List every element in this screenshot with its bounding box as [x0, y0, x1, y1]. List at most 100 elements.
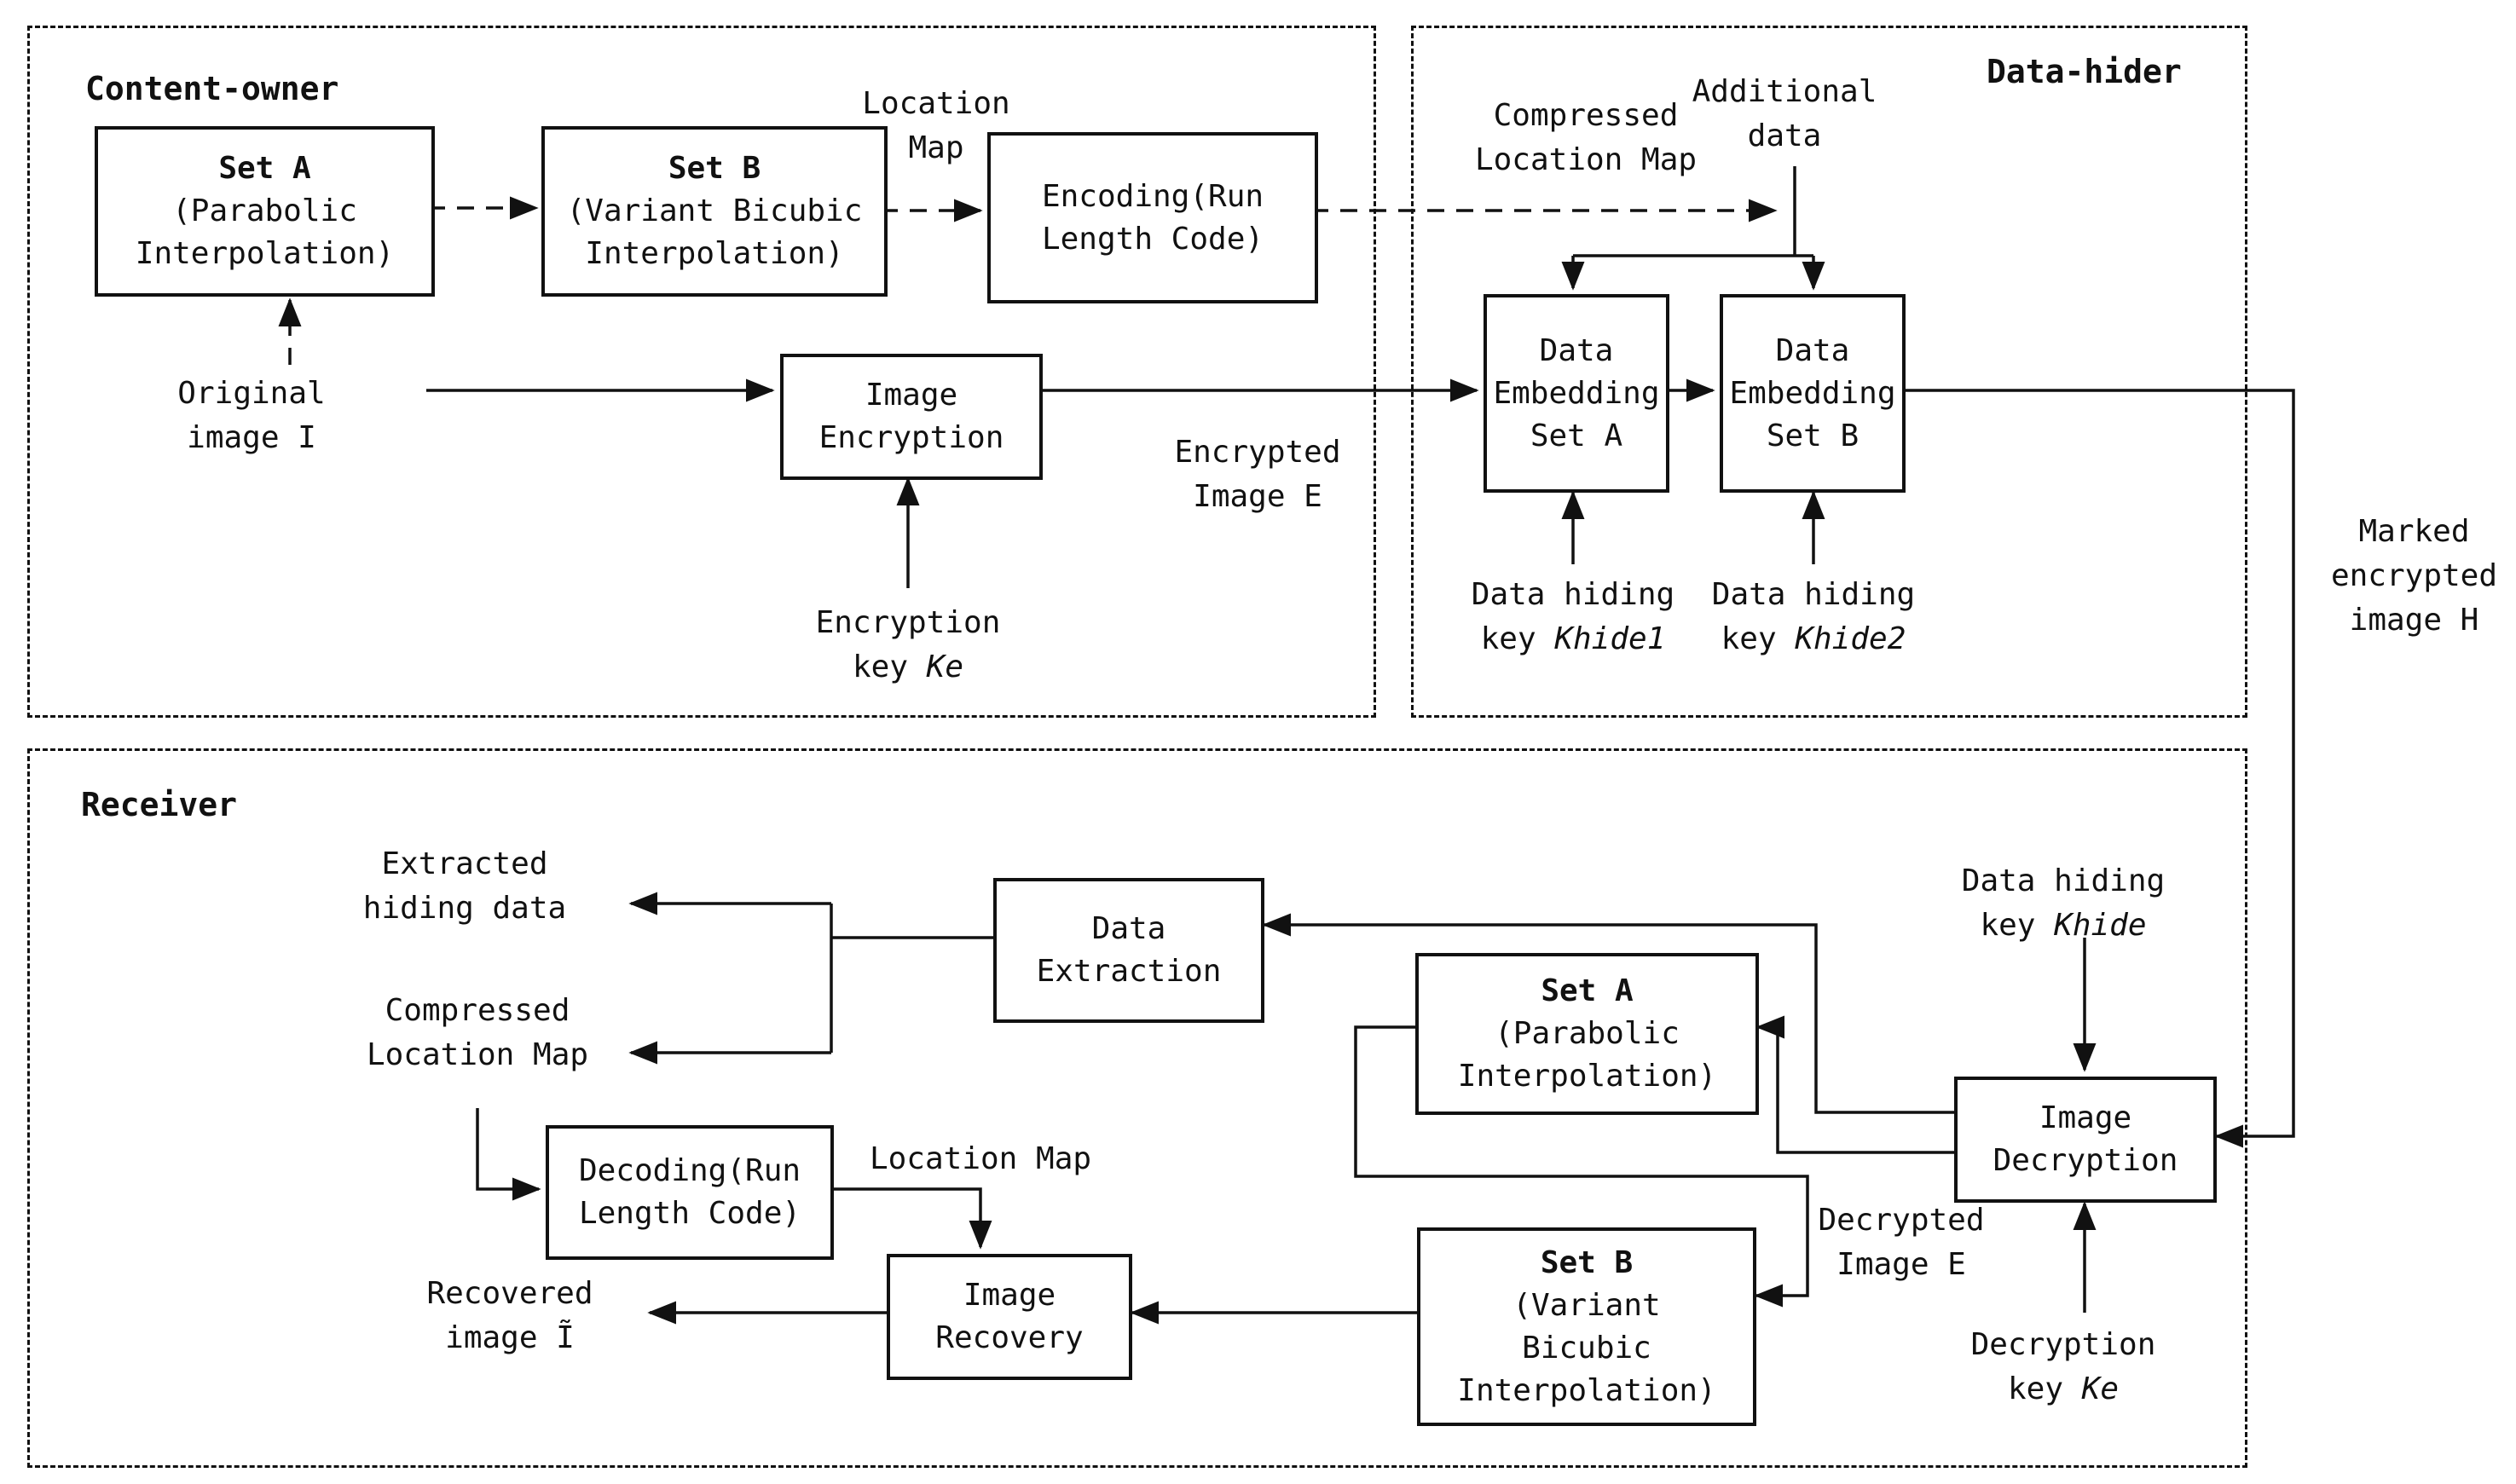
label-marked-line2: encrypted	[2330, 558, 2498, 593]
label-decryption-key: Decryption key Ke	[1914, 1323, 2212, 1412]
section-data-hider	[1411, 26, 2247, 718]
label-clm-rx-line1: Compressed	[385, 993, 570, 1028]
label-key1-line2: key Khide1	[1480, 621, 1666, 656]
label-extracted-hiding-data: Extracted hiding data	[337, 842, 593, 931]
label-extracted-line2: hiding data	[362, 891, 567, 926]
label-location-map-receiver: Location Map	[853, 1137, 1108, 1181]
label-compressed-location-map-receiver: Compressed Location Map	[337, 989, 618, 1077]
box-data-extraction-line1: Data	[1091, 911, 1166, 946]
box-image-recovery-line2: Recovery	[935, 1320, 1084, 1355]
box-set-a-owner-line3: Interpolation)	[135, 236, 395, 271]
box-image-decryption: Image Decryption	[1954, 1077, 2217, 1203]
label-compressed-location-map-hider: Compressed Location Map	[1441, 94, 1731, 182]
receiver-title: Receiver	[81, 786, 238, 823]
arrow-set-a-to-set-b	[1354, 1025, 1809, 1308]
decryption-key-symbol: Ke	[2081, 1371, 2120, 1406]
label-key2-line1: Data hiding	[1711, 577, 1916, 612]
box-embed-a-line1: Data	[1539, 332, 1614, 368]
arrow-dec-to-set-a	[1755, 1015, 1954, 1154]
box-set-b-receiver-line4: Interpolation)	[1457, 1372, 1716, 1408]
box-image-recovery: Image Recovery	[887, 1254, 1132, 1380]
label-original-image: Original image I	[124, 372, 379, 460]
label-clm-dh-line1: Compressed	[1493, 98, 1679, 133]
box-set-b-owner-title: Set B	[668, 151, 761, 186]
label-decryption-key-line1: Decryption	[1970, 1327, 2156, 1362]
label-khide-rx-line1: Data hiding	[1961, 863, 2166, 898]
solid-connectors	[426, 166, 2295, 1325]
box-decoding: Decoding(Run Length Code)	[546, 1125, 834, 1260]
label-marked-line3: image H	[2349, 603, 2479, 638]
box-set-b-receiver: Set B (Variant Bicubic Interpolation)	[1417, 1227, 1756, 1426]
box-set-b-owner-line3: Interpolation)	[585, 236, 844, 271]
label-additional-data-line2: data	[1747, 118, 1822, 153]
label-khide-rx-line2: key Khide	[1980, 908, 2147, 943]
box-set-b-receiver-line2: (Variant	[1512, 1287, 1661, 1323]
box-encoding-line1: Encoding(Run	[1041, 178, 1264, 214]
label-encryption-key-line1: Encryption	[815, 605, 1001, 640]
box-data-embedding-a: Data Embedding Set A	[1484, 294, 1669, 493]
label-data-hiding-key-receiver: Data hiding key Khide	[1914, 859, 2212, 948]
label-additional-data: Additional data	[1657, 70, 1912, 159]
box-set-a-receiver: Set A (Parabolic Interpolation)	[1415, 953, 1759, 1115]
content-owner-title: Content-owner	[85, 70, 339, 107]
box-embed-a-line2: Embedding	[1493, 375, 1660, 411]
box-set-a-receiver-title: Set A	[1541, 973, 1634, 1008]
dashed-connectors	[278, 196, 1778, 365]
label-recovered-image: Recovered image Ĩ	[382, 1272, 638, 1360]
label-encryption-key: Encryption key Ke	[780, 601, 1036, 690]
label-encrypted-image-line1: Encrypted	[1174, 435, 1341, 470]
label-extracted-line1: Extracted	[381, 846, 548, 881]
label-decrypted-image: Decrypted Image E	[1773, 1198, 2029, 1287]
box-decoding-line2: Length Code)	[578, 1196, 801, 1231]
khide2-symbol: Khide2	[1795, 621, 1906, 656]
arrow-dec-to-extraction	[1262, 913, 1954, 1114]
box-data-extraction-line2: Extraction	[1036, 954, 1222, 989]
box-set-b-owner: Set B (Variant Bicubic Interpolation)	[541, 126, 888, 297]
box-image-encryption: Image Encryption	[780, 354, 1043, 480]
label-additional-data-line1: Additional	[1692, 74, 1877, 109]
box-set-b-receiver-line3: Bicubic	[1522, 1330, 1651, 1366]
box-image-recovery-line1: Image	[963, 1278, 1056, 1313]
box-embed-b-line1: Data	[1775, 332, 1850, 368]
label-encryption-key-line2: key Ke	[852, 650, 964, 684]
box-image-decryption-line2: Decryption	[1993, 1143, 2178, 1178]
box-set-a-owner-title: Set A	[218, 151, 311, 186]
box-encoding: Encoding(Run Length Code)	[987, 132, 1318, 303]
khide-symbol: Khide	[2054, 908, 2147, 943]
arrow-locmap-to-recovery	[827, 1187, 992, 1250]
box-encoding-line2: Length Code)	[1041, 221, 1264, 257]
label-decryption-key-line2: key Ke	[2007, 1371, 2120, 1406]
box-decoding-line1: Decoding(Run	[578, 1153, 801, 1188]
label-encrypted-image: Encrypted Image E	[1130, 430, 1385, 519]
box-set-b-owner-line2: (Variant Bicubic	[566, 193, 863, 228]
label-data-hiding-key2: Data hiding key Khide2	[1664, 573, 1963, 661]
label-location-map-owner: Location Map	[808, 82, 1064, 170]
box-embed-b-line2: Embedding	[1729, 375, 1896, 411]
label-key1-line1: Data hiding	[1471, 577, 1675, 612]
label-original-image-line2: image I	[187, 420, 316, 455]
label-data-hiding-key1: Data hiding key Khide1	[1424, 573, 1722, 661]
label-encrypted-image-line2: Image E	[1193, 479, 1322, 514]
box-image-encryption-line1: Image	[865, 378, 958, 413]
data-hider-title: Data-hider	[1987, 53, 2182, 90]
arrow-marked-h	[1899, 389, 2295, 1148]
label-clm-rx-line2: Location Map	[366, 1037, 589, 1072]
label-location-map-receiver-line1: Location Map	[869, 1141, 1092, 1176]
section-receiver	[27, 748, 2247, 1468]
box-set-b-receiver-title: Set B	[1540, 1244, 1634, 1280]
label-original-image-line1: Original	[177, 376, 326, 411]
arrow-clm-to-decoding	[476, 1108, 541, 1201]
label-location-map-owner-line2: Map	[908, 130, 964, 165]
box-set-a-receiver-line2: (Parabolic	[1495, 1016, 1680, 1051]
label-decrypted-line1: Decrypted	[1818, 1203, 1985, 1238]
box-data-embedding-b: Data Embedding Set B	[1720, 294, 1906, 493]
box-set-a-owner-line2: (Parabolic	[172, 193, 357, 228]
section-content-owner	[27, 26, 1376, 718]
box-image-encryption-line2: Encryption	[818, 420, 1004, 455]
box-embed-b-line3: Set B	[1766, 418, 1860, 453]
label-marked-encrypted-image: Marked encrypted image H	[2312, 510, 2516, 643]
box-set-a-receiver-line3: Interpolation)	[1457, 1059, 1717, 1094]
label-marked-line1: Marked	[2358, 514, 2470, 549]
label-recovered-line2: image Ĩ	[445, 1320, 575, 1355]
